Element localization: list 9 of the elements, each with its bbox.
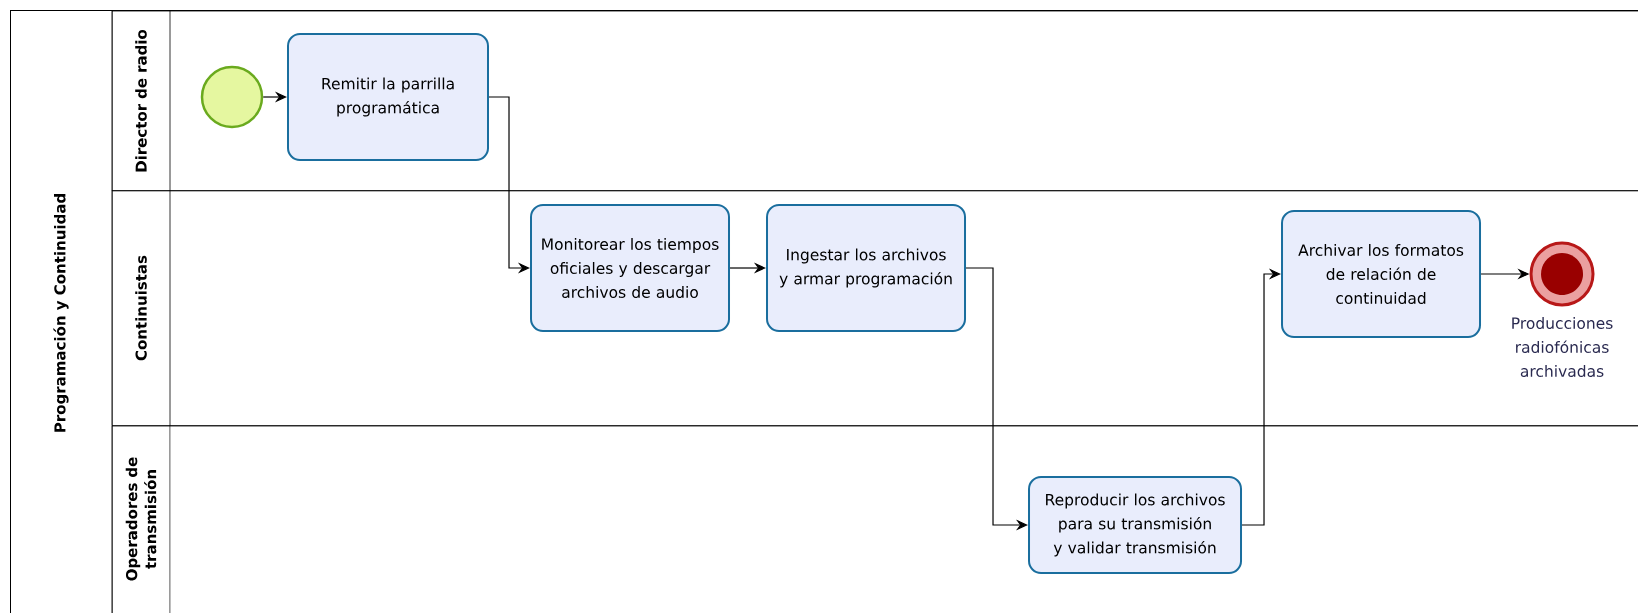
task-box: Archivar los formatos de relación de continuidad bbox=[1281, 210, 1481, 338]
end-event-circle bbox=[1529, 241, 1595, 307]
task-box: Ingestar los archivos y armar programación bbox=[766, 204, 966, 332]
start-event-circle bbox=[200, 65, 264, 129]
task-box: Remitir la parrilla programática bbox=[287, 33, 489, 161]
task-box: Monitorear los tiempos oficiales y descargar archivos de audio bbox=[530, 204, 730, 332]
arrow bbox=[1241, 268, 1281, 526]
event-label: Producciones radiofónicas archivadas bbox=[1512, 317, 1613, 377]
task-box: Reproducir los archivos para su transmisión y validar transmisión bbox=[1028, 476, 1242, 574]
